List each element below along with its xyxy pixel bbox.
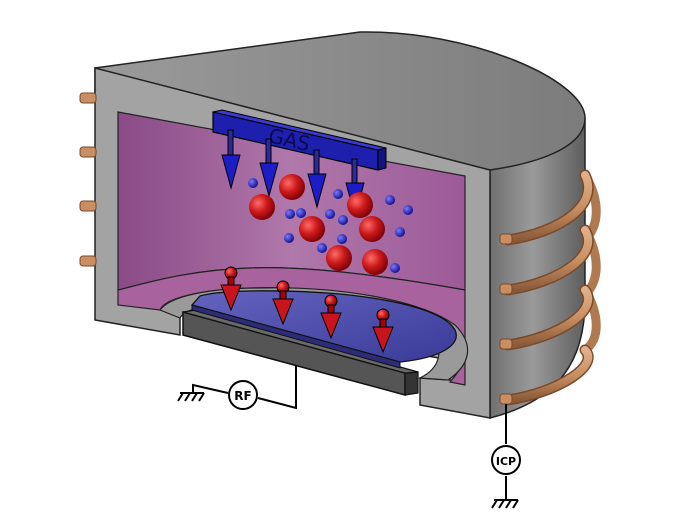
electron-dot [337, 234, 347, 244]
ion-sphere [359, 216, 385, 242]
gas-manifold: GAS [212, 109, 387, 171]
electron-dot [395, 227, 405, 237]
ion-sphere [347, 192, 373, 218]
electron-dot [296, 208, 306, 218]
ground-symbol [491, 499, 519, 509]
ion-sphere [249, 194, 275, 220]
electron-dot [385, 195, 395, 205]
electron-dot [317, 243, 327, 253]
electron-dot [248, 178, 258, 188]
ion-sphere [362, 249, 388, 275]
icp-label: ICP [496, 455, 516, 468]
rf-circuit [192, 365, 297, 410]
icp-source-symbol: ICP [491, 445, 521, 475]
electrode [182, 309, 419, 396]
electrons [248, 178, 413, 273]
ion-sphere [299, 216, 325, 242]
electron-dot [284, 233, 294, 243]
electron-dot [338, 215, 348, 225]
ions [249, 174, 388, 275]
ground-symbol [177, 392, 205, 402]
ion-bombardment-arrow [372, 308, 394, 354]
electron-dot [333, 189, 343, 199]
ion-bombardment-arrow [272, 280, 294, 326]
electron-dot [390, 263, 400, 273]
chamber-top-cap [94, 31, 586, 171]
rf-label: RF [234, 389, 251, 403]
electron-dot [325, 209, 335, 219]
gas-inlet-arrow [221, 129, 241, 190]
coil-stubs-right [499, 233, 513, 405]
gas-inlet-arrow [307, 149, 327, 209]
wafer [190, 290, 457, 363]
rf-source-symbol: RF [228, 380, 258, 410]
ion-sphere [279, 174, 305, 200]
ion-bombardment-arrows [220, 266, 394, 354]
electron-dot [403, 205, 413, 215]
coil-stubs-left [79, 92, 97, 267]
gas-inlet-arrow [259, 138, 279, 198]
ion-bombardment-arrow [320, 294, 342, 340]
ion-sphere [326, 245, 352, 271]
copper-coil [502, 169, 594, 406]
electron-dot [285, 209, 295, 219]
ion-bombardment-arrow [220, 266, 242, 312]
